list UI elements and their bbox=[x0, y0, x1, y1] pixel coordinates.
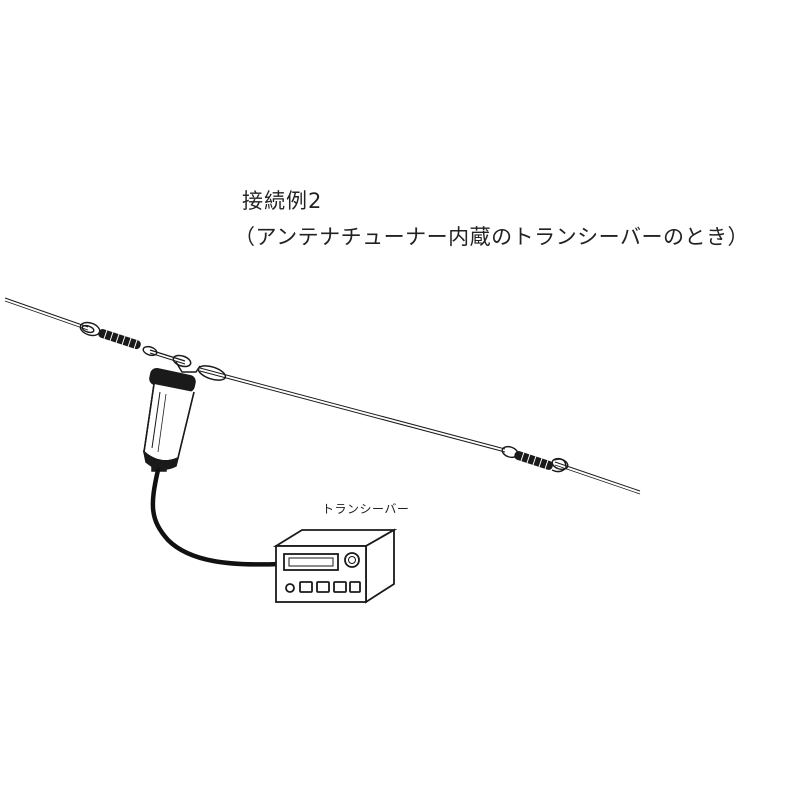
transceiver-icon bbox=[272, 528, 398, 604]
insulator-icon bbox=[501, 445, 569, 473]
figure-title: 接続例2 bbox=[242, 189, 323, 213]
transceiver-label: トランシーバー bbox=[322, 502, 410, 516]
coax-cable-icon bbox=[150, 467, 283, 567]
balun-icon bbox=[142, 354, 227, 472]
antenna-wire-icon bbox=[4, 297, 641, 495]
figure-caption: 接続例2 （アンテナチューナー内蔵のトランシーバーのとき） bbox=[234, 186, 749, 252]
figure-subtitle: （アンテナチューナー内蔵のトランシーバーのとき） bbox=[234, 225, 749, 249]
insulator-icon bbox=[79, 321, 158, 357]
